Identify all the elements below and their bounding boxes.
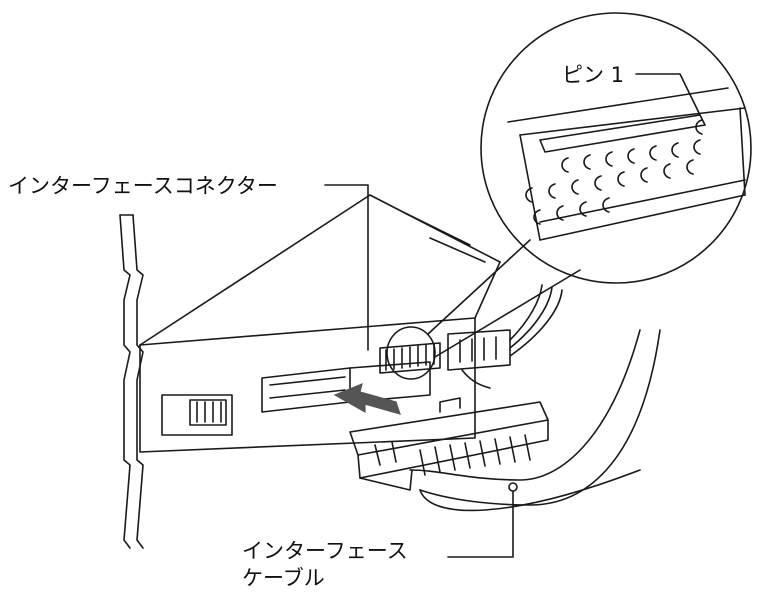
- interface-cable-label-line2: ケーブル: [242, 566, 325, 590]
- interface-connector-label: インターフェースコネクター: [8, 174, 278, 198]
- drive-body: [140, 195, 500, 452]
- magnify-leader-1: [428, 240, 530, 334]
- pin1-leader: [636, 74, 700, 115]
- interface-cable: [350, 330, 660, 510]
- magnify-leader-2: [435, 270, 580, 357]
- cable-leader-dot: [509, 483, 517, 491]
- pin1-label: ピン 1: [562, 63, 624, 87]
- rear-connectors: [162, 285, 562, 435]
- interface-cable-label-line1: インターフェース: [242, 539, 408, 563]
- magnified-view: [481, 13, 751, 283]
